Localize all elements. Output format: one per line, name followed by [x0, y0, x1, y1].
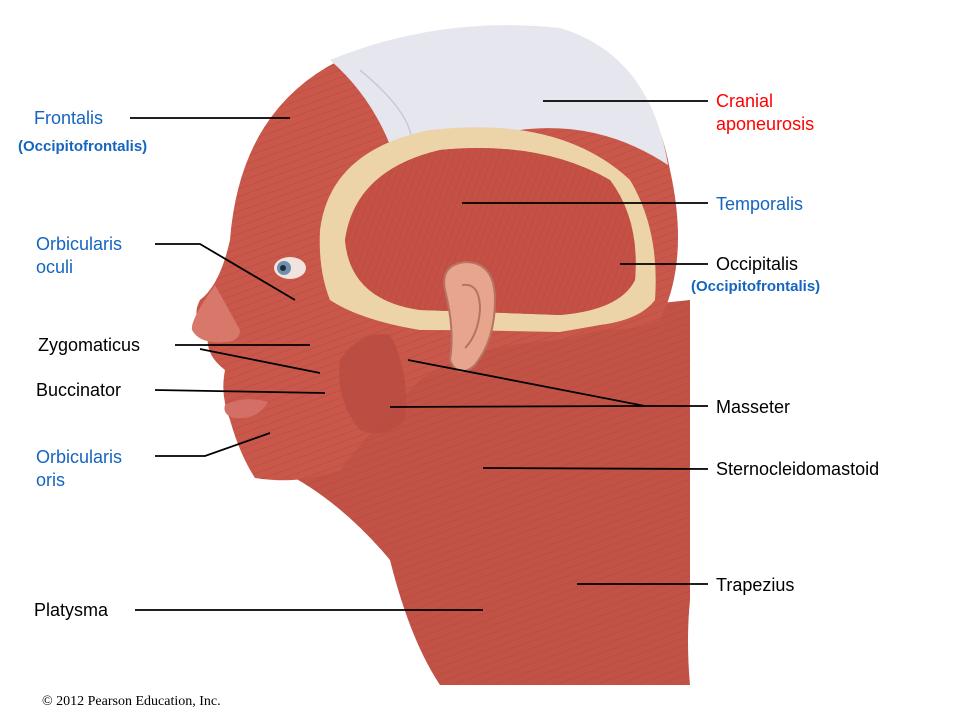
label-masseter: Masseter — [716, 397, 791, 417]
leader-masseter-b — [389, 405, 646, 408]
nose-shape — [191, 285, 240, 343]
leader-lines — [130, 100, 709, 611]
label-orbicularis-oculi: Orbicularis oculi — [36, 234, 123, 277]
masseter-shape — [339, 334, 406, 434]
label-occipitalis-sub: (Occipitofrontalis) — [691, 278, 821, 295]
label-temporalis: Temporalis — [716, 194, 804, 214]
label-orbicularis-oris: Orbicularis oris — [36, 447, 123, 490]
leader-buccinator — [154, 389, 326, 394]
ear-shape — [443, 260, 497, 373]
label-trapezius: Trapezius — [716, 575, 795, 595]
label-sternocleidomastoid: Sternocleidomastoid — [716, 459, 880, 479]
label-cranial-aponeurosis: Cranial aponeurosis — [716, 91, 815, 134]
lips-shape — [224, 399, 268, 419]
aponeurosis-shape — [330, 25, 668, 165]
label-zygomaticus: Zygomaticus — [38, 335, 141, 355]
temporal-band — [319, 127, 656, 332]
leader-zygomaticus-b — [199, 348, 321, 374]
label-platysma: Platysma — [34, 600, 109, 620]
label-buccinator: Buccinator — [36, 380, 122, 400]
label-frontalis-sub: (Occipitofrontalis) — [18, 138, 148, 155]
label-occipitalis: Occipitalis — [716, 254, 799, 274]
leader-sternocleidomastoid — [482, 467, 709, 470]
label-frontalis: Frontalis — [34, 108, 104, 128]
leader-orbicularis-oris — [155, 432, 271, 457]
copyright-notice: © 2012 Pearson Education, Inc. — [42, 694, 221, 709]
leader-orbicularis-oculi — [155, 243, 296, 301]
